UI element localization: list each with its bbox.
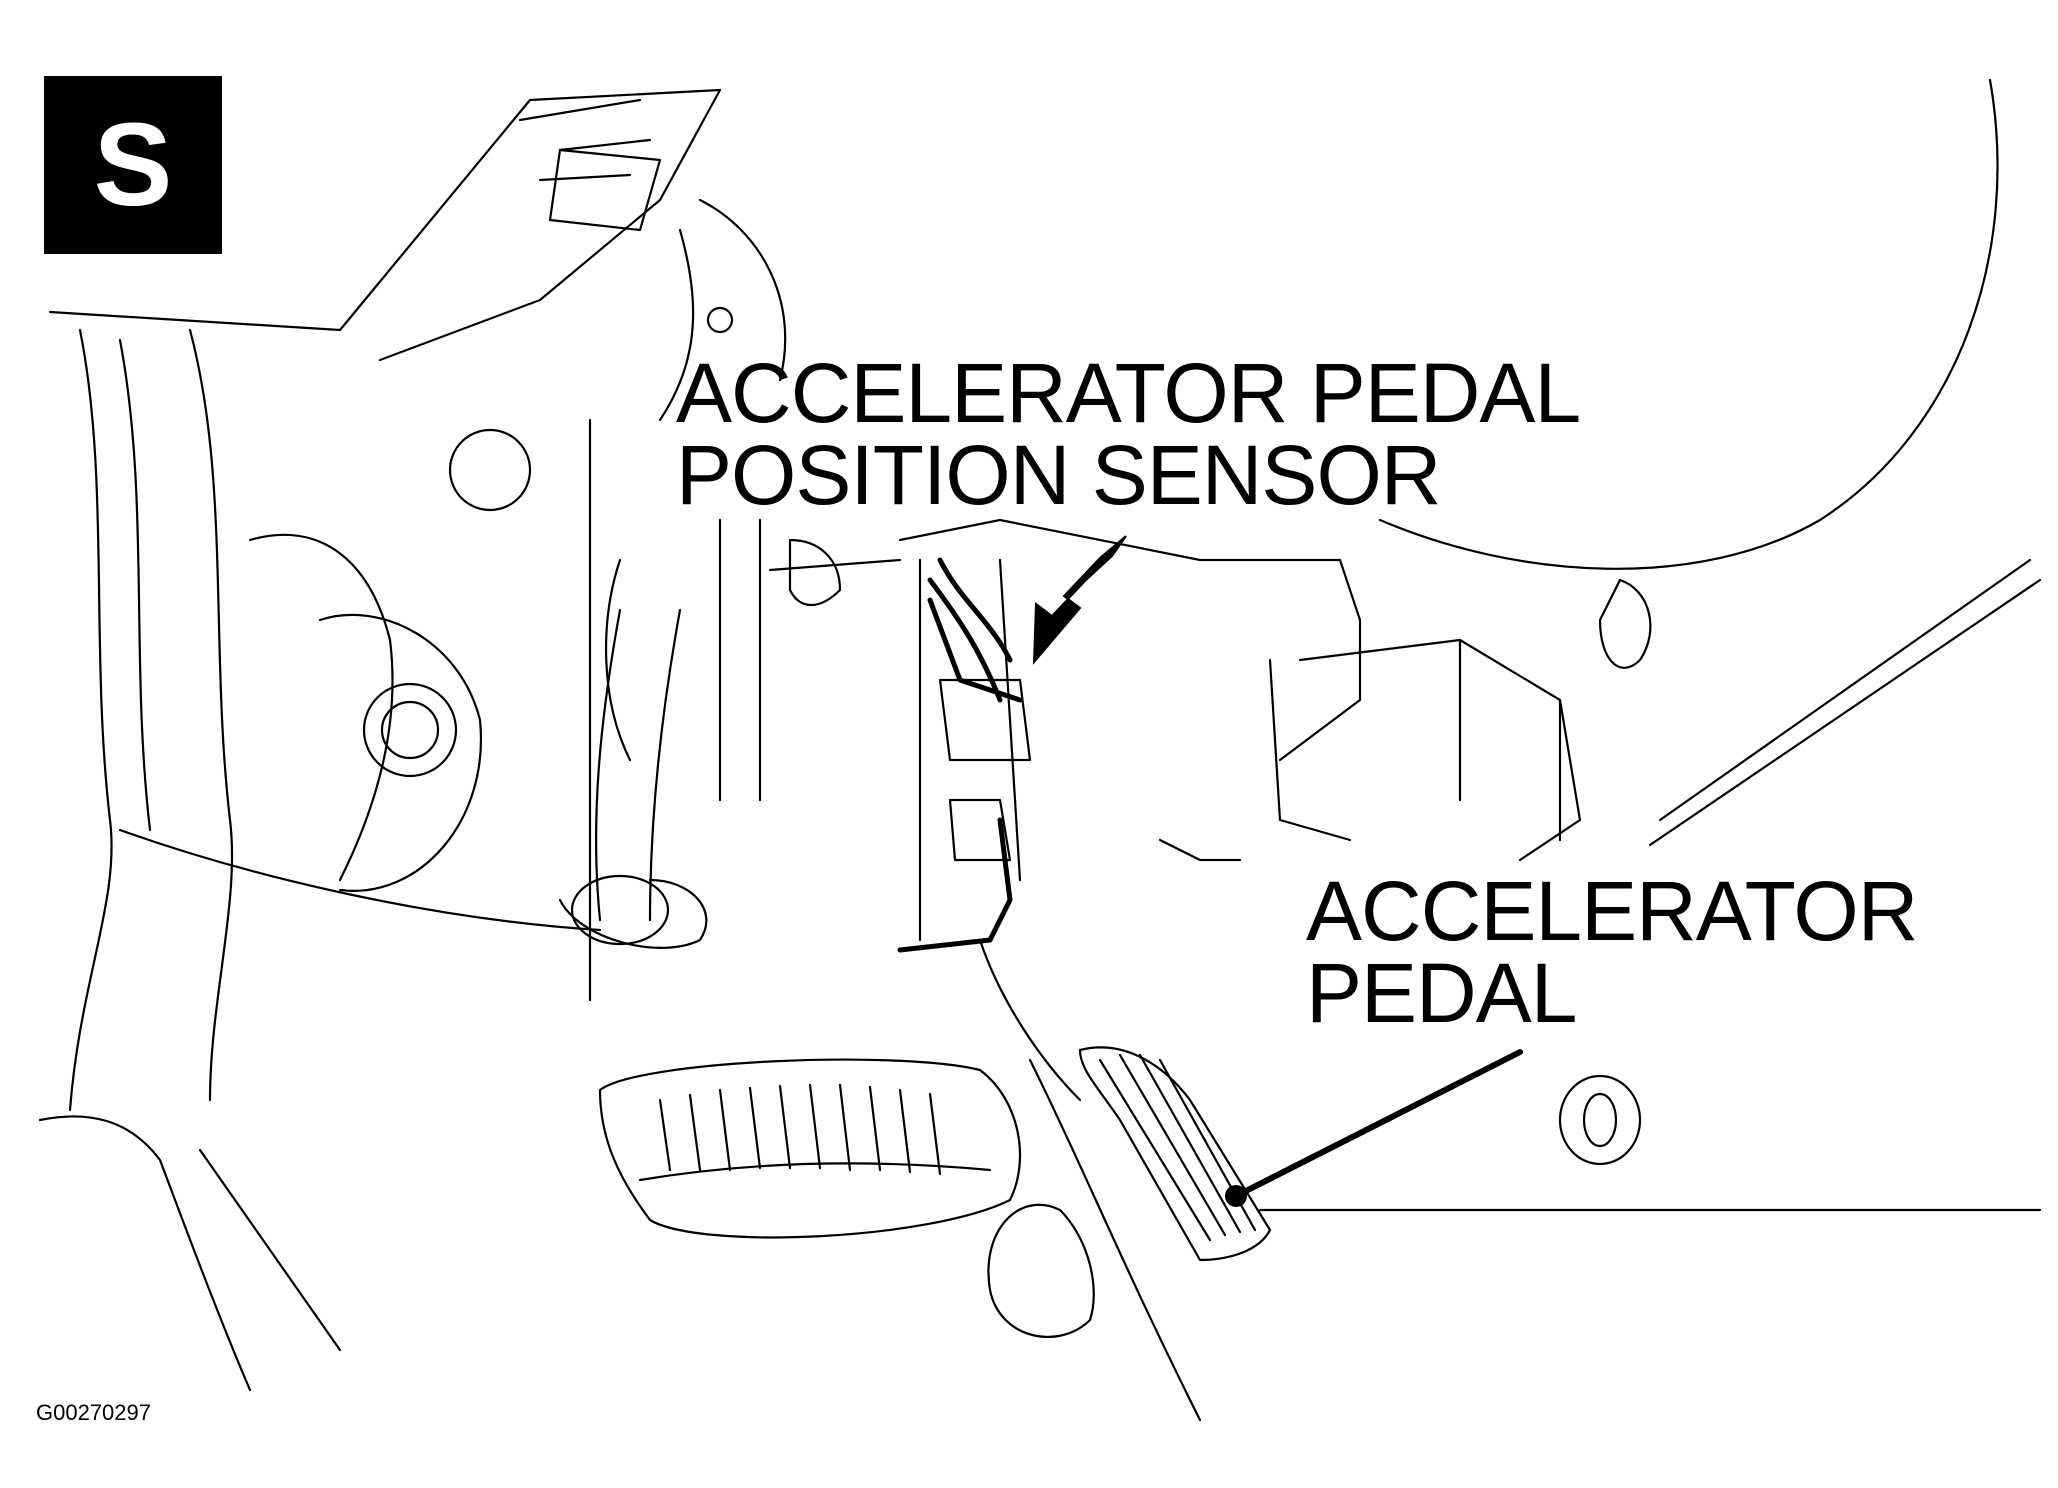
accelerator-pedal-pad xyxy=(1078,1046,1272,1262)
right-floor-panel xyxy=(1298,638,1582,862)
sensor-callout-line1: ACCELERATOR PEDAL xyxy=(676,346,1581,440)
sensor-connector xyxy=(938,678,1032,762)
brake-pedal-arm xyxy=(594,608,622,922)
accelerator-pedal-arm xyxy=(978,938,1082,1102)
pedal-leader-line xyxy=(1233,1049,1523,1199)
steering-column-cowl-outline xyxy=(1378,78,1999,570)
section-badge: S xyxy=(44,76,222,254)
brake-pedal-pad xyxy=(598,1058,1022,1239)
pedal-callout-label: ACCELERATOR PEDAL xyxy=(1306,864,1918,1040)
pedal-leader-dot xyxy=(1225,1185,1247,1207)
sensor-wiring xyxy=(937,557,1013,663)
figure-id: G00270297 xyxy=(36,1400,151,1425)
brake-pivot-bolt xyxy=(362,682,458,778)
pedal-callout-line2: PEDAL xyxy=(1306,946,1577,1040)
sensor-leader-arrow xyxy=(1032,535,1127,665)
sensor-callout-label: ACCELERATOR PEDAL POSITION SENSOR xyxy=(676,346,1581,522)
pedal-bracket xyxy=(898,518,1362,762)
left-side-panel xyxy=(68,328,113,1112)
sensor-callout-line2: POSITION SENSOR xyxy=(676,428,1441,522)
pedal-callout-line1: ACCELERATOR xyxy=(1306,864,1918,958)
dash-panel-outline xyxy=(48,88,722,362)
